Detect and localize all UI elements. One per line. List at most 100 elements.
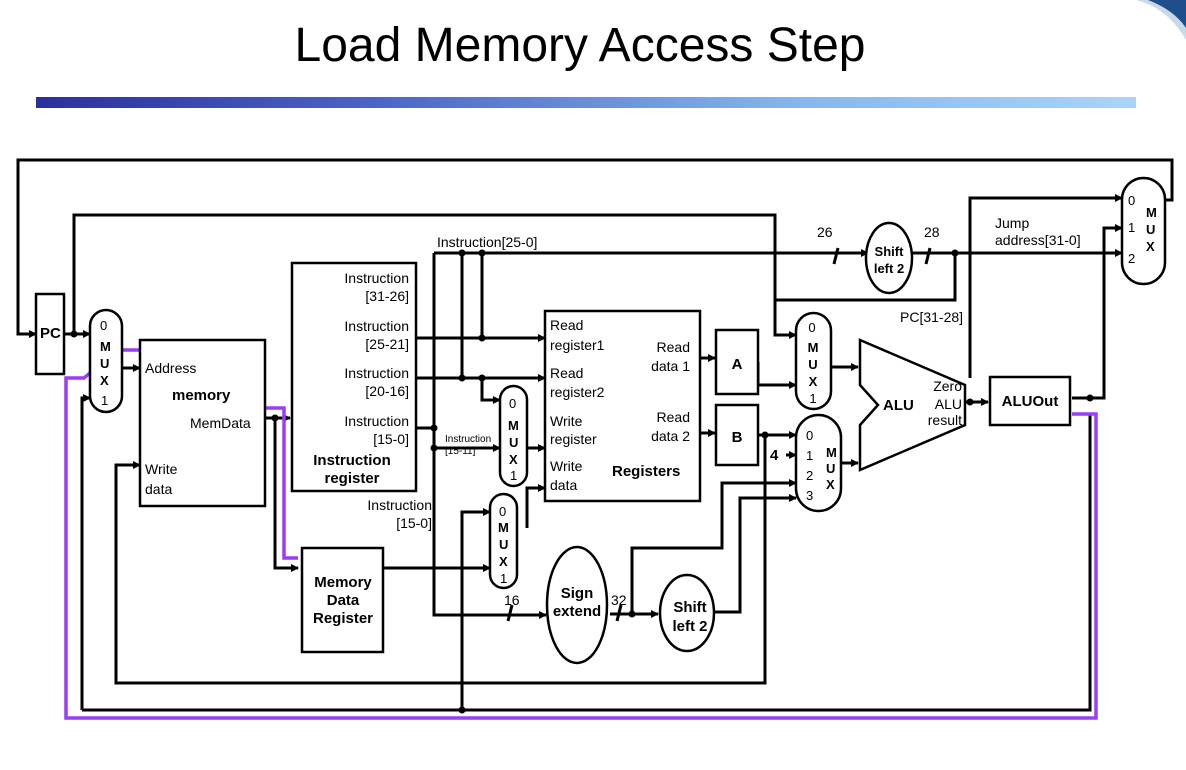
svg-text:U: U <box>808 357 817 372</box>
svg-text:address[31-0]: address[31-0] <box>995 232 1081 248</box>
svg-text:U: U <box>826 461 835 476</box>
svg-text:data 2: data 2 <box>651 428 690 444</box>
svg-text:X: X <box>509 452 518 467</box>
svg-text:Write: Write <box>550 413 583 429</box>
svg-text:U: U <box>499 537 508 552</box>
svg-text:left 2: left 2 <box>672 618 707 635</box>
svg-text:M: M <box>1146 205 1157 220</box>
svg-text:0: 0 <box>806 428 813 443</box>
svg-text:memory: memory <box>172 387 231 404</box>
svg-text:Instruction[25-0]: Instruction[25-0] <box>437 234 537 250</box>
memory-unit <box>138 338 267 508</box>
svg-text:X: X <box>826 477 835 492</box>
svg-text:X: X <box>100 373 109 388</box>
svg-text:Registers: Registers <box>612 463 680 480</box>
svg-text:ALU: ALU <box>883 397 914 414</box>
svg-text:Instruction: Instruction <box>367 497 432 513</box>
svg-text:Instruction: Instruction <box>445 434 491 445</box>
a-register <box>714 328 760 396</box>
svg-text:1: 1 <box>101 393 108 408</box>
svg-text:[15-0]: [15-0] <box>373 431 409 447</box>
alu-unit <box>858 338 967 472</box>
svg-text:Instruction: Instruction <box>344 413 409 429</box>
svg-text:Zero: Zero <box>933 378 962 394</box>
svg-text:Read: Read <box>550 365 583 381</box>
svg-text:data 1: data 1 <box>651 358 690 374</box>
svg-text:32: 32 <box>611 592 627 608</box>
svg-text:0: 0 <box>808 320 815 335</box>
svg-text:M: M <box>826 445 837 460</box>
svg-text:1: 1 <box>510 468 517 483</box>
svg-text:U: U <box>1146 222 1155 237</box>
svg-text:MemData: MemData <box>190 415 251 431</box>
svg-text:PC[31-28]: PC[31-28] <box>900 309 963 325</box>
svg-text:1: 1 <box>809 391 816 406</box>
svg-text:B: B <box>732 429 743 446</box>
svg-text:Data: Data <box>327 592 360 609</box>
svg-text:left 2: left 2 <box>874 261 904 276</box>
alu-srcb-mux <box>794 413 843 513</box>
svg-text:Write: Write <box>550 458 583 474</box>
b-register <box>714 403 760 467</box>
svg-text:register1: register1 <box>550 337 605 353</box>
shift-left-bottom <box>658 573 716 653</box>
svg-text:[20-16]: [20-16] <box>365 383 409 399</box>
svg-text:2: 2 <box>1128 251 1135 266</box>
svg-text:Shift: Shift <box>673 599 706 616</box>
svg-text:register: register <box>550 431 597 447</box>
svg-text:[31-26]: [31-26] <box>365 288 409 304</box>
pc-31-28-wire <box>775 255 957 302</box>
alu-srca-mux <box>794 311 833 411</box>
svg-text:U: U <box>509 435 518 450</box>
write-data-mux <box>488 492 519 590</box>
svg-text:Instruction: Instruction <box>344 270 409 286</box>
svg-text:result: result <box>928 412 962 428</box>
svg-text:A: A <box>732 356 743 373</box>
svg-text:M: M <box>100 339 111 354</box>
svg-text:0: 0 <box>1128 193 1135 208</box>
svg-text:0: 0 <box>100 318 107 333</box>
svg-text:M: M <box>808 340 819 355</box>
svg-text:1: 1 <box>500 571 507 586</box>
svg-text:Instruction: Instruction <box>344 318 409 334</box>
svg-text:1: 1 <box>1128 220 1135 235</box>
svg-text:Instruction: Instruction <box>344 365 409 381</box>
svg-text:X: X <box>809 374 818 389</box>
svg-text:0: 0 <box>499 504 506 519</box>
svg-text:extend: extend <box>553 603 601 620</box>
svg-text:[15-0]: [15-0] <box>396 515 432 531</box>
svg-text:Register: Register <box>313 610 373 627</box>
pc-source-wire <box>16 158 1174 338</box>
svg-text:data: data <box>145 481 172 497</box>
svg-text:Sign: Sign <box>561 585 594 602</box>
svg-text:ALUOut: ALUOut <box>1002 393 1059 410</box>
slide-title: Load Memory Access Step <box>294 19 866 72</box>
svg-text:Instruction: Instruction <box>313 452 391 469</box>
instruction-register <box>290 261 418 493</box>
svg-text:U: U <box>100 356 109 371</box>
svg-text:16: 16 <box>504 592 520 608</box>
svg-text:1: 1 <box>806 448 813 463</box>
svg-text:X: X <box>1146 239 1155 254</box>
svg-text:Read: Read <box>550 317 583 333</box>
svg-text:register2: register2 <box>550 384 605 400</box>
svg-text:Read: Read <box>657 339 690 355</box>
write-register-mux <box>498 384 529 488</box>
wires <box>16 158 1174 712</box>
svg-text:28: 28 <box>924 224 940 240</box>
svg-text:4: 4 <box>770 447 779 464</box>
svg-text:X: X <box>499 554 508 569</box>
svg-text:[15-11]: [15-11] <box>445 446 476 457</box>
svg-text:ALU: ALU <box>935 396 962 412</box>
svg-text:0: 0 <box>509 396 516 411</box>
svg-text:register: register <box>324 470 379 487</box>
svg-text:2: 2 <box>806 468 813 483</box>
corner-swoosh-logo <box>1136 0 1186 40</box>
svg-text:data: data <box>550 477 577 493</box>
shift-left-top <box>864 221 914 295</box>
aluout-register <box>988 375 1072 427</box>
title-gradient-bar <box>36 97 1136 108</box>
svg-text:M: M <box>498 520 509 535</box>
svg-text:26: 26 <box>817 224 833 240</box>
